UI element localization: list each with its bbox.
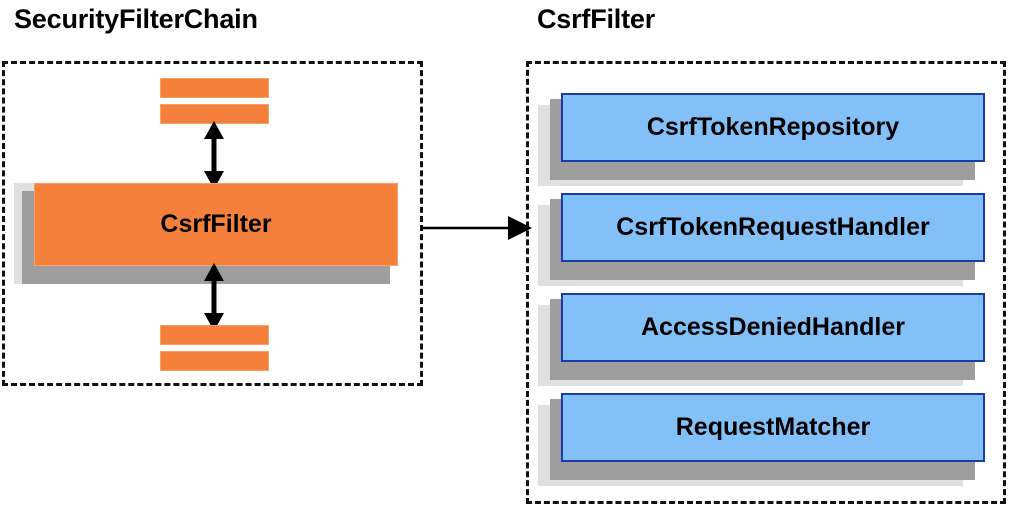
card-label: RequestMatcher <box>675 413 871 441</box>
card-face: CsrfTokenRequestHandler <box>561 193 985 262</box>
chain-up-arrow-icon <box>204 121 224 189</box>
card-access-denied-handler[interactable]: AccessDeniedHandler <box>538 293 1008 386</box>
card-label: CsrfTokenRepository <box>646 113 900 141</box>
card-label: CsrfFilter <box>160 210 272 238</box>
card-label: AccessDeniedHandler <box>640 313 905 341</box>
card-face: CsrfTokenRepository <box>561 93 985 162</box>
card-csrf-token-request-handler[interactable]: CsrfTokenRequestHandler <box>538 193 1008 286</box>
card-face: AccessDeniedHandler <box>561 293 985 362</box>
card-face: RequestMatcher <box>561 393 985 462</box>
filter-stub-bottom-1 <box>160 325 269 345</box>
card-label: CsrfTokenRequestHandler <box>616 213 930 241</box>
card-request-matcher[interactable]: RequestMatcher <box>538 393 1008 486</box>
filter-stub-bottom-2 <box>160 351 269 371</box>
card-face: CsrfFilter <box>34 183 398 266</box>
panel-title-security-filter-chain: SecurityFilterChain <box>14 4 258 34</box>
card-csrf-token-repository[interactable]: CsrfTokenRepository <box>538 93 1008 186</box>
panel-csrf-filter <box>526 61 1006 504</box>
panel-title-csrf-filter: CsrfFilter <box>537 4 656 34</box>
chain-down-arrow-icon <box>204 263 224 331</box>
card-csrf-filter[interactable]: CsrfFilter <box>14 183 410 284</box>
filter-stub-top-1 <box>160 78 269 98</box>
panel-security-filter-chain <box>2 61 423 386</box>
expand-arrow-icon <box>422 216 532 240</box>
